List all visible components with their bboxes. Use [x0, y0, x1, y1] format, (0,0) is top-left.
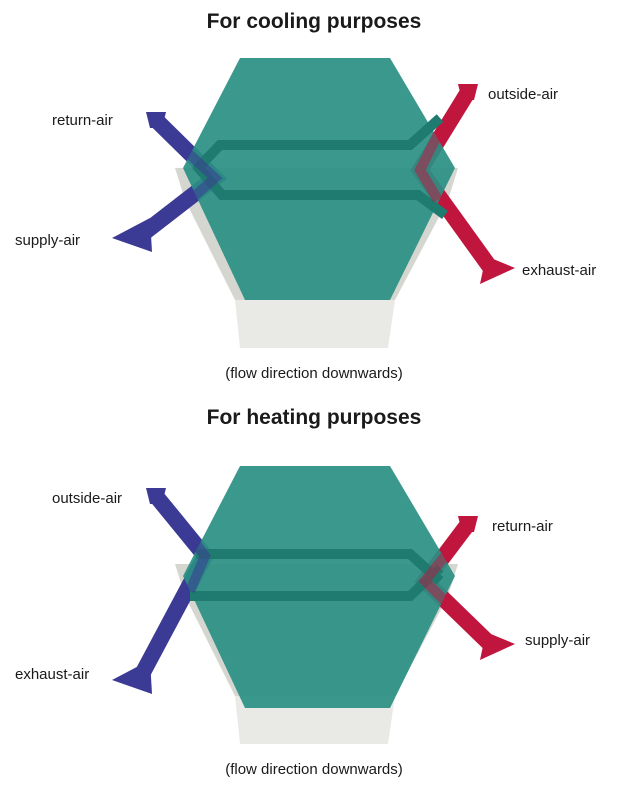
label-top-right: return-air [492, 518, 553, 535]
cooling-panel: For cooling purposes return-air outside-… [0, 0, 628, 395]
red-arrowhead [480, 256, 515, 284]
red-airflow-overlay [418, 552, 449, 605]
blue-airflow-overlay [181, 146, 223, 204]
cooling-title: For cooling purposes [206, 10, 422, 33]
housing-base [235, 300, 395, 348]
red-airflow-overlay [414, 131, 443, 203]
blue-arrow-tail [146, 112, 166, 128]
label-bottom-left: exhaust-air [15, 666, 90, 683]
exchanger-core [183, 58, 455, 300]
red-arrowhead [480, 632, 515, 660]
heating-caption: (flow direction downwards) [225, 761, 403, 778]
blue-arrow-tail [146, 488, 166, 504]
channel-upper [192, 114, 444, 174]
label-bottom-left: supply-air [15, 232, 81, 249]
heating-title: For heating purposes [206, 406, 422, 429]
blue-arrowhead [112, 218, 152, 252]
red-arrow-tail [458, 84, 478, 100]
blue-airflow-overlay [185, 533, 211, 593]
label-top-left: outside-air [52, 490, 123, 507]
cooling-exchanger-diagram [112, 58, 515, 348]
label-top-left: return-air [52, 112, 113, 129]
label-bottom-right: exhaust-air [522, 262, 597, 279]
red-arrow-tail [458, 516, 478, 532]
blue-arrowhead [112, 660, 152, 694]
label-top-right: outside-air [488, 86, 559, 103]
label-bottom-right: supply-air [525, 632, 591, 649]
heating-panel: For heating purposes outside-air return-… [0, 396, 628, 791]
exchanger-core [183, 466, 455, 708]
cooling-caption: (flow direction downwards) [225, 365, 403, 382]
heating-exchanger-diagram [112, 466, 515, 744]
